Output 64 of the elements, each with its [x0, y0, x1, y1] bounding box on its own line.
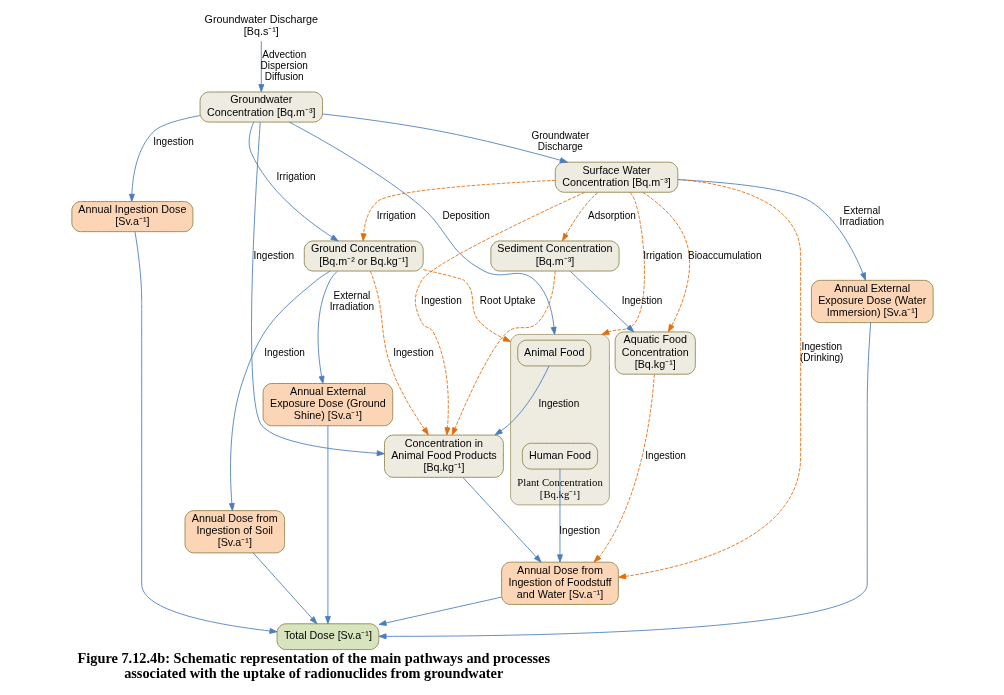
edge-label: Irrigation [642, 249, 682, 261]
node-box: Human Food [521, 442, 598, 470]
node-text: Groundwater Discharge [Bq.s⁻¹] [204, 12, 318, 37]
arrow [248, 121, 339, 242]
node-box: Aquatic Food Concentration [Bq.kg⁻¹] [614, 331, 696, 375]
arrow [228, 270, 331, 512]
edge-label: Irrigation [376, 210, 416, 222]
node-box: Animal Food [516, 339, 591, 367]
edge-label: Adsorption [587, 210, 636, 222]
arrow [377, 322, 871, 640]
edge-label: External Irradiation [329, 289, 374, 312]
arrow [134, 231, 277, 634]
caption: Figure 7.12.4b: Schematic representation of the main pathways and processes associated with the uptake of radionuclides from groundwater [77, 650, 550, 681]
node-box: Annual Ingestion Dose [Sv.a⁻¹] [70, 201, 193, 233]
node-box: Concentration in Animal Food Products [Bq.kg⁻¹] [383, 434, 504, 478]
edge-label: Ingestion [558, 525, 600, 537]
edge-label: Ingestion [644, 449, 686, 461]
arrow [641, 191, 690, 333]
arrow [250, 121, 385, 457]
arrow [252, 552, 317, 625]
edge-label: Ingestion [253, 249, 294, 261]
arrow [600, 191, 645, 335]
edge-label: Ingestion (Drinking) [799, 341, 843, 364]
edge-label: Ingestion [538, 398, 579, 410]
edge-label: Bioaccumulation [687, 249, 761, 261]
arrow [461, 476, 541, 563]
arrow [617, 178, 801, 580]
arrow [369, 270, 429, 436]
edge-label: Deposition [441, 210, 490, 222]
node-box: Total Dose [Sv.a⁻¹] [276, 623, 379, 651]
node-box: Ground Concentration [Bq.m⁻² or Bq.kg⁻¹] [303, 240, 424, 272]
edge-label: Ingestion [621, 295, 662, 307]
edge-label: Groundwater Discharge [530, 130, 589, 153]
edge-label: External Irradiation [839, 204, 884, 227]
arrow [561, 192, 598, 242]
arrow [593, 373, 655, 563]
arrow [556, 468, 563, 563]
edge-label: Root Uptake [479, 295, 536, 307]
node-box: Sediment Concentration [Bq.m⁻³] [489, 240, 620, 272]
node-box: Surface Water Concentration [Bq.m⁻³] [554, 161, 678, 193]
edge-label: Ingestion [392, 346, 434, 358]
arrow [317, 270, 338, 384]
arrow [288, 121, 557, 335]
node-box: Annual Dose from Ingestion of Foodstuff and Water [Sv.a⁻¹] [500, 561, 619, 605]
arrow [451, 270, 555, 436]
arrow [494, 365, 549, 436]
node-box: Annual External Exposure Dose (Water Immersion) [Sv.a⁻¹] [810, 279, 934, 324]
node-box: Annual External Exposure Dose (Ground Shine) [Sv.a⁻¹] [262, 383, 393, 427]
edge-label: Ingestion [152, 135, 194, 147]
edge-label: Ingestion [263, 346, 305, 358]
arrow [569, 270, 634, 333]
arrow [378, 596, 502, 626]
edge-label: Advection Dispersion Diffusion [260, 49, 308, 82]
arrow [257, 40, 264, 93]
arrow [422, 269, 511, 342]
arrow [324, 425, 331, 625]
arrow [321, 113, 568, 164]
edge-label: Ingestion [420, 295, 462, 307]
arrow [128, 115, 200, 202]
edge-label: Irrigation [276, 170, 316, 182]
arrow [414, 191, 585, 436]
arrow [360, 179, 556, 242]
node-box: Annual Dose from Ingestion of Soil [Sv.a⁻¹] [184, 510, 285, 554]
node-box: Groundwater Concentration [Bq.m⁻³] [199, 91, 323, 123]
